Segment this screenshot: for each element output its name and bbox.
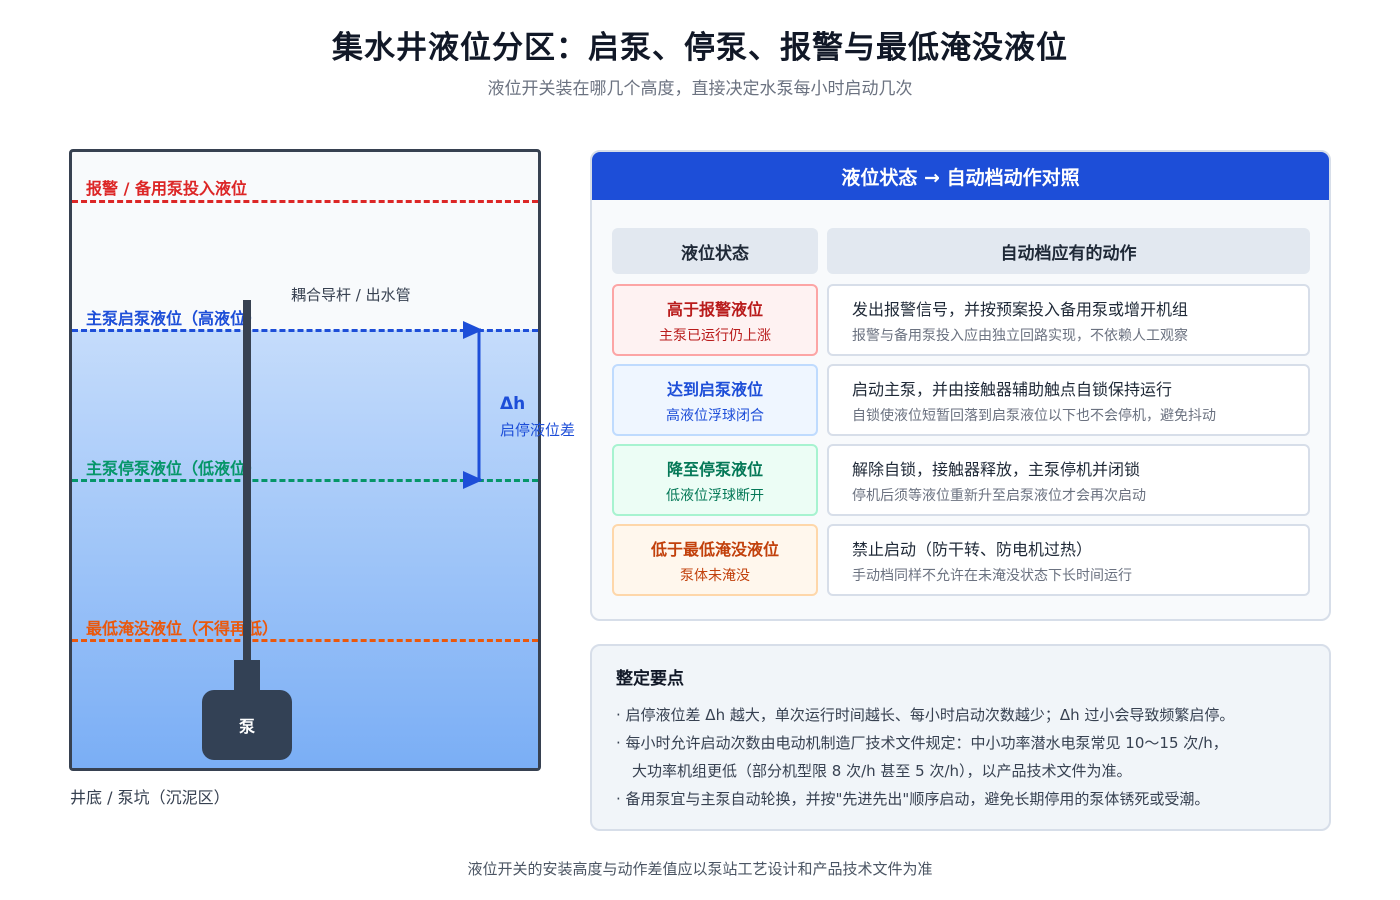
page-subtitle: 液位开关装在哪几个高度，直接决定水泵每小时启动几次: [487, 79, 913, 99]
state-title: 低于最低淹没液位: [650, 540, 779, 559]
col-header-state: 液位状态: [612, 228, 818, 274]
state-cell: 降至停泵液位低液位浮球断开: [612, 444, 818, 516]
delta-h-arrow: [463, 321, 483, 489]
col-header-action: 自动档应有的动作: [827, 228, 1310, 274]
action-subtitle: 报警与备用泵投入应由独立回路实现，不依赖人工观察: [852, 328, 1188, 344]
action-title: 禁止启动（防干转、防电机过热）: [852, 540, 1093, 559]
sump-well: 报警 / 备用泵投入液位 主泵启泵液位（高液位） 主泵停泵液位（低液位） 最低淹…: [69, 149, 541, 771]
action-subtitle: 停机后须等液位重新升至启泵液位才会再次启动: [852, 488, 1146, 504]
guide-rod: [243, 300, 251, 666]
action-cell: 解除自锁，接触器释放，主泵停机并闭锁停机后须等液位重新升至启泵液位才会再次启动: [827, 444, 1310, 516]
notes-box: 整定要点 · 启停液位差 Δh 越大，单次运行时间越长、每小时启动次数越少；Δh…: [590, 644, 1331, 831]
action-subtitle: 自锁使液位短暂回落到启泵液位以下也不会停机，避免抖动: [852, 408, 1216, 424]
state-cell: 高于报警液位主泵已运行仍上涨: [612, 284, 818, 356]
action-cell: 启动主泵，并由接触器辅助触点自锁保持运行自锁使液位短暂回落到启泵液位以下也不会停…: [827, 364, 1310, 436]
level-line-min: [72, 639, 538, 642]
note-item: · 每小时允许启动次数由电动机制造厂技术文件规定：中小功率潜水电泵常见 10～1…: [616, 734, 1228, 752]
note-item: · 启停液位差 Δh 越大，单次运行时间越长、每小时启动次数越少；Δh 过小会导…: [616, 706, 1235, 724]
action-title: 发出报警信号，并按预案投入备用泵或增开机组: [852, 300, 1189, 319]
level-line-alarm: [72, 200, 538, 203]
action-cell: 禁止启动（防干转、防电机过热） 手动档同样不允许在未淹没状态下长时间运行: [827, 524, 1310, 596]
level-line-stop: [72, 479, 538, 482]
state-subtitle: 高液位浮球闭合: [666, 408, 764, 424]
action-cell: 发出报警信号，并按预案投入备用泵或增开机组报警与备用泵投入应由独立回路实现，不依…: [827, 284, 1310, 356]
state-cell: 低于最低淹没液位泵体未淹没: [612, 524, 818, 596]
pump-neck: [234, 660, 260, 694]
state-title: 降至停泵液位: [666, 460, 763, 479]
level-label-start: 主泵启泵液位（高液位）: [86, 309, 263, 328]
action-title: 解除自锁，接触器释放，主泵停机并闭锁: [852, 460, 1141, 479]
state-subtitle: 主泵已运行仍上涨: [659, 328, 771, 344]
rod-label: 耦合导杆 / 出水管: [291, 286, 411, 304]
state-cell: 达到启泵液位高液位浮球闭合: [612, 364, 818, 436]
note-item: · 备用泵宜与主泵自动轮换，并按"先进先出"顺序启动，避免长期停用的泵体锈死或受…: [616, 790, 1210, 808]
note-item: 大功率机组更低（部分机型限 8 次/h 甚至 5 次/h），以产品技术文件为准。: [632, 762, 1132, 780]
state-title: 达到启泵液位: [666, 380, 763, 399]
level-label-alarm: 报警 / 备用泵投入液位: [86, 179, 247, 198]
water-body: [72, 330, 538, 768]
level-label-stop: 主泵停泵液位（低液位）: [86, 459, 263, 478]
level-line-start: [72, 329, 538, 332]
delta-h-symbol: Δh: [500, 394, 526, 414]
state-action-panel: 液位状态 → 自动档动作对照 液位状态 自动档应有的动作 高于报警液位主泵已运行…: [590, 150, 1331, 621]
delta-h-label: 启停液位差: [500, 421, 576, 439]
action-title: 启动主泵，并由接触器辅助触点自锁保持运行: [852, 380, 1173, 399]
state-title: 高于报警液位: [666, 300, 763, 319]
well-bottom-caption: 井底 / 泵坑（沉泥区）: [70, 788, 230, 807]
footer-note: 液位开关的安装高度与动作差值应以泵站工艺设计和产品技术文件为准: [467, 860, 933, 878]
state-subtitle: 泵体未淹没: [680, 568, 750, 584]
level-label-min: 最低淹没液位（不得再低）: [86, 619, 279, 638]
panel-title: 液位状态 → 自动档动作对照: [592, 152, 1329, 200]
notes-title: 整定要点: [616, 669, 684, 689]
action-subtitle: 手动档同样不允许在未淹没状态下长时间运行: [852, 568, 1132, 584]
pump: 泵: [202, 690, 292, 760]
pump-label: 泵: [238, 717, 255, 736]
page-title: 集水井液位分区：启泵、停泵、报警与最低淹没液位: [332, 30, 1068, 66]
state-subtitle: 低液位浮球断开: [666, 488, 764, 504]
